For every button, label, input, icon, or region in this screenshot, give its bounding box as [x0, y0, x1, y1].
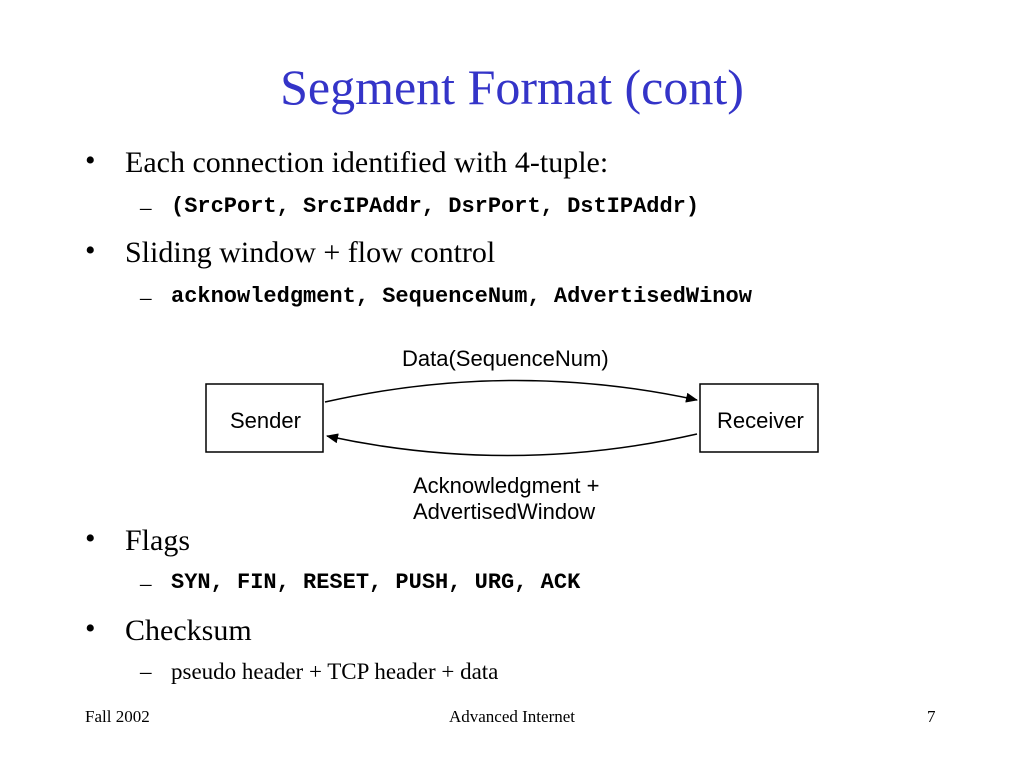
- bullet-marker: •: [85, 144, 96, 177]
- bullet-marker: •: [85, 234, 96, 267]
- bullet-text: Each connection identified with 4-tuple:: [125, 146, 609, 179]
- sub-bullet-text: SYN, FIN, RESET, PUSH, URG, ACK: [171, 570, 581, 595]
- bullet-marker: •: [85, 522, 96, 555]
- sub-bullet-marker: –: [140, 195, 152, 220]
- bullet-marker: •: [85, 612, 96, 645]
- sub-bullet-text: pseudo header + TCP header + data: [171, 659, 499, 684]
- sub-bullet-text: acknowledgment, SequenceNum, AdvertisedW…: [171, 284, 752, 309]
- bullet-text: Flags: [125, 524, 191, 557]
- bullet-text: Sliding window + flow control: [125, 236, 496, 269]
- receiver-box: [699, 383, 819, 453]
- sender-box: [205, 383, 324, 453]
- data-arrow-label: Data(SequenceNum): [402, 346, 609, 371]
- bullet-text: Checksum: [125, 614, 252, 647]
- slide-number: 7: [927, 707, 936, 726]
- ack-arrow: [326, 433, 698, 457]
- slide-title: Segment Format (cont): [280, 59, 744, 115]
- sub-bullet-marker: –: [140, 659, 152, 684]
- footer-course: Advanced Internet: [448, 707, 576, 726]
- sub-bullet-text: (SrcPort, SrcIPAddr, DsrPort, DstIPAddr): [171, 194, 700, 219]
- sender-label: Sender: [230, 408, 301, 433]
- sub-bullet-marker: –: [140, 571, 152, 596]
- ack-arrow-label-line2: AdvertisedWindow: [413, 499, 595, 524]
- receiver-label: Receiver: [717, 408, 804, 433]
- data-arrow: [324, 379, 698, 403]
- sub-bullet-marker: –: [140, 285, 152, 310]
- footer-date: Fall 2002: [85, 707, 150, 726]
- ack-arrow-label-line1: Acknowledgment +: [413, 473, 600, 498]
